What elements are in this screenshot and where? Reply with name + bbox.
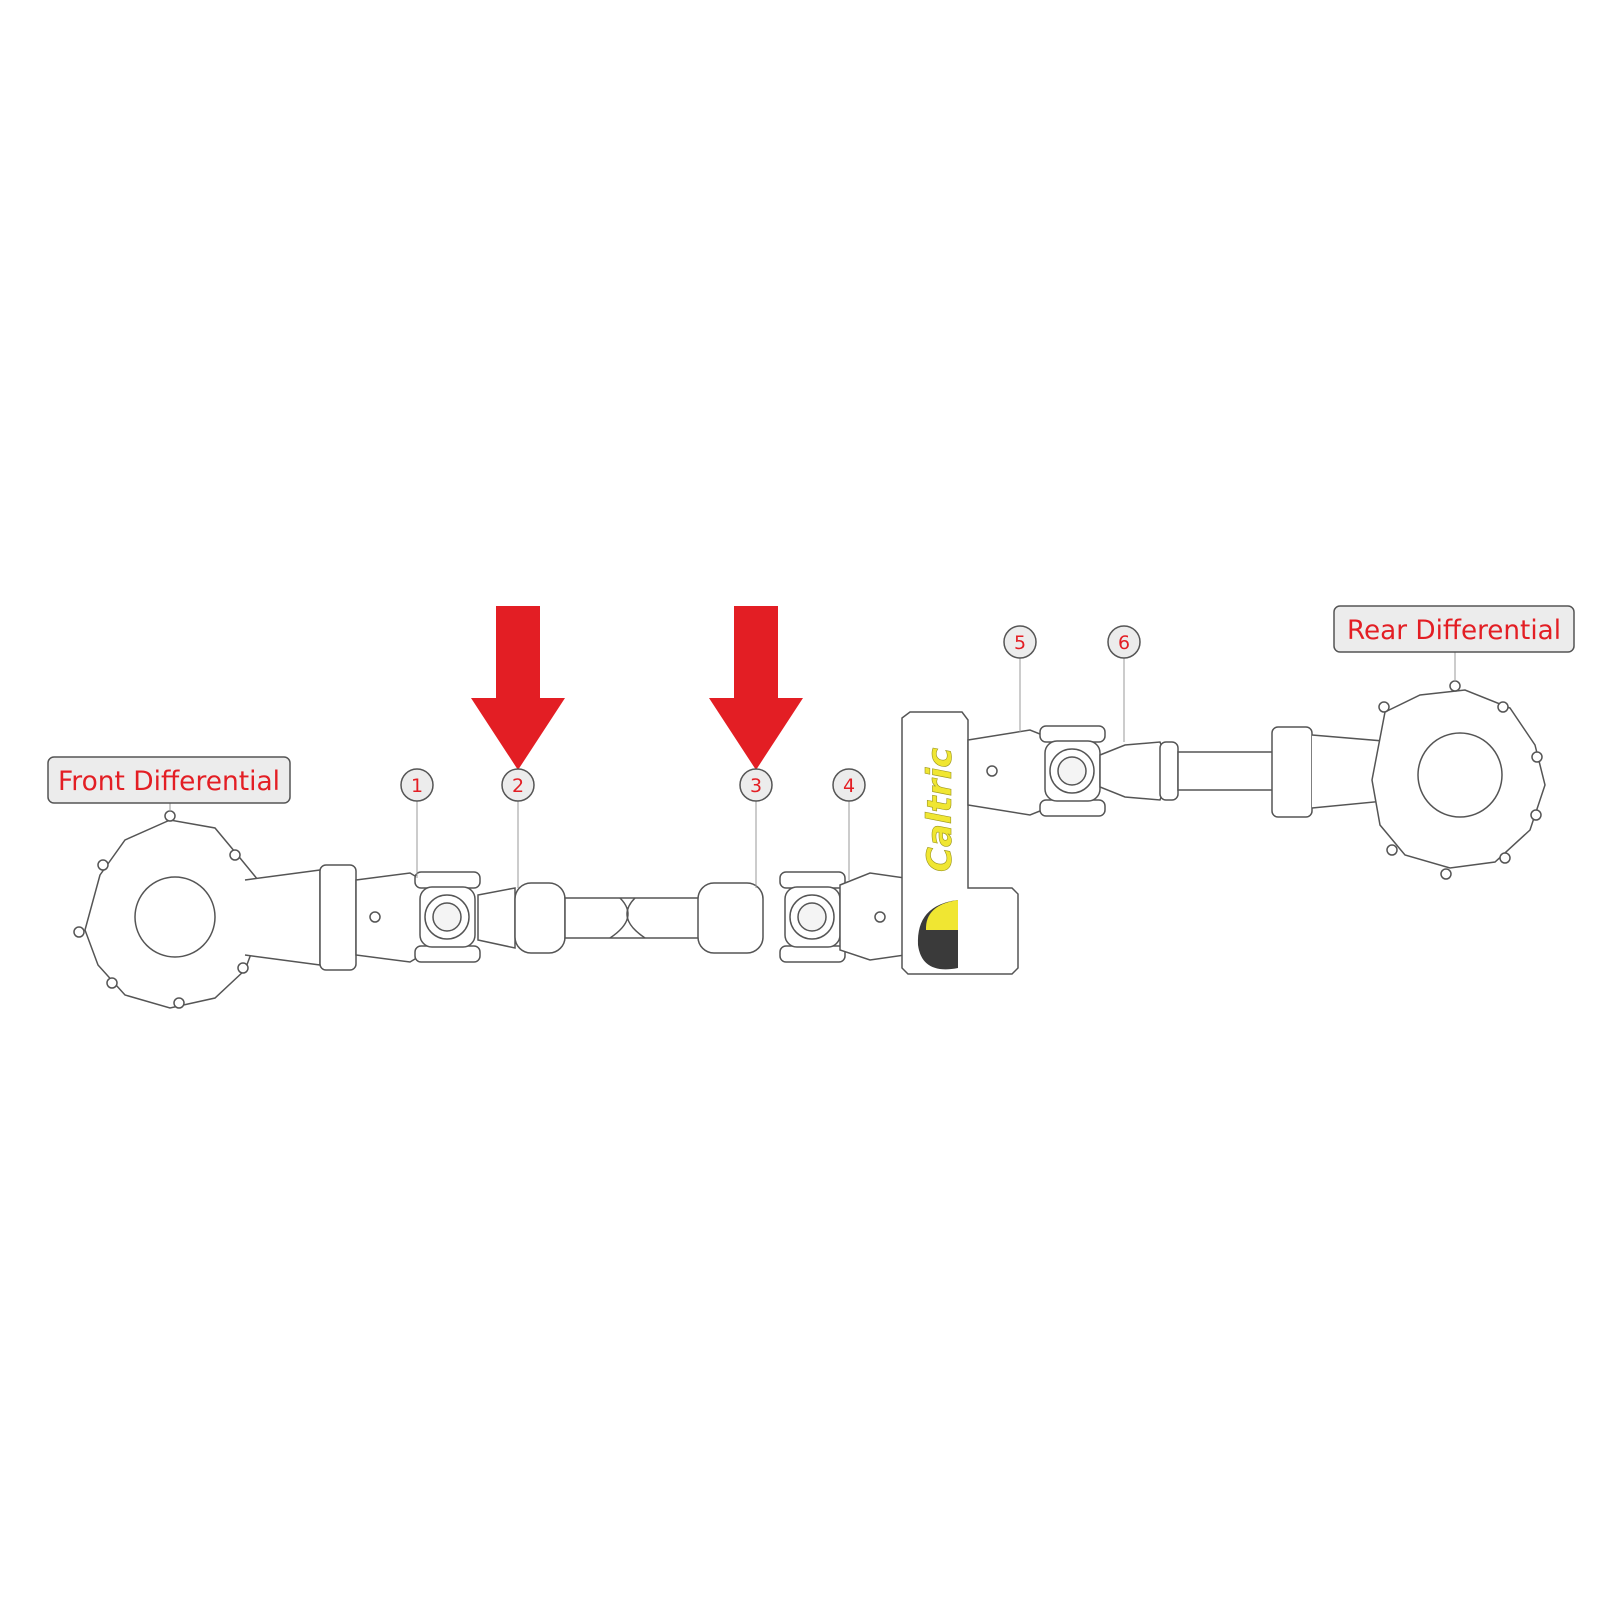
callout-number: 5 (1014, 632, 1026, 654)
callout-number: 4 (843, 775, 855, 797)
rear-drive-shaft (967, 725, 1279, 817)
universal-joint-rear (1039, 725, 1106, 817)
rear-differential-label: Rear Differential (1333, 605, 1575, 653)
arrow-joint-3 (709, 606, 803, 770)
front-differential-text: Front Differential (58, 766, 280, 797)
callout-2: 2 (501, 768, 535, 802)
arrow-joint-2 (471, 606, 565, 770)
rear-differential (1271, 680, 1546, 880)
callout-number: 3 (750, 775, 762, 797)
callout-5: 5 (1003, 625, 1037, 659)
rear-differential-text: Rear Differential (1347, 615, 1561, 646)
logo-text: Caltric (920, 748, 960, 872)
callout-number: 2 (512, 775, 524, 797)
universal-joint-3 (779, 871, 846, 963)
callout-number: 6 (1118, 632, 1130, 654)
universal-joint-2 (414, 871, 481, 963)
leader-lines (169, 650, 1456, 888)
callout-3: 3 (739, 768, 773, 802)
callout-1: 1 (400, 768, 434, 802)
front-drive-shaft (355, 871, 906, 963)
callout-6: 6 (1107, 625, 1141, 659)
callout-number: 1 (411, 775, 423, 797)
arrow-down-icon (709, 606, 803, 770)
caltric-logo: Caltric (917, 747, 960, 970)
front-differential (73, 810, 357, 1009)
arrow-down-icon (471, 606, 565, 770)
callout-4: 4 (832, 768, 866, 802)
front-differential-label: Front Differential (47, 756, 291, 804)
transfer-case (901, 711, 1019, 975)
